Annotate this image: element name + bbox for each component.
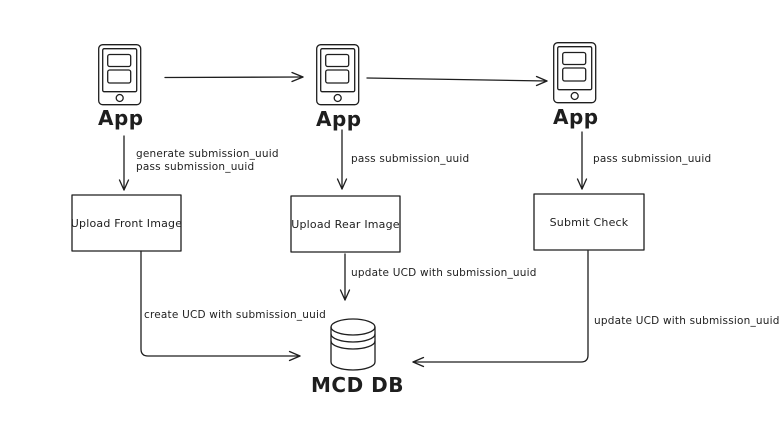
arrow-app1-to-upload-front bbox=[120, 136, 129, 190]
smartphone-icon bbox=[316, 44, 360, 106]
smartphone-icon bbox=[98, 44, 142, 106]
app-node-3 bbox=[553, 42, 597, 104]
app-node-2-label: App bbox=[316, 107, 362, 131]
submit-check-label: Submit Check bbox=[549, 215, 629, 229]
submit-check-node bbox=[534, 194, 644, 250]
upload-rear-image-node bbox=[291, 196, 400, 252]
mcd-db-label: MCD DB bbox=[311, 373, 404, 397]
edge-label-line-1: generate submission_uuid bbox=[136, 148, 279, 160]
edge-label-submit-check-db: update UCD with submission_uuid bbox=[594, 315, 780, 327]
arrow-upload-rear-to-db bbox=[341, 254, 350, 300]
arrow-upload-front-to-db bbox=[141, 251, 300, 361]
upload-front-image-label: Upload Front Image bbox=[70, 216, 183, 230]
arrow-app2-to-app3 bbox=[367, 77, 547, 86]
edge-label-app2-upload-rear: pass submission_uuid bbox=[351, 153, 470, 165]
edge-label-upload-rear-db: update UCD with submission_uuid bbox=[351, 267, 537, 279]
arrow-submit-check-to-db bbox=[413, 251, 588, 367]
edge-label-upload-front-db: create UCD with submission_uuid bbox=[144, 309, 326, 321]
edge-label-line-2: pass submission_uuid bbox=[136, 161, 255, 173]
smartphone-icon bbox=[553, 42, 597, 104]
arrow-app3-to-submit-check bbox=[578, 132, 587, 189]
upload-front-image-node bbox=[72, 195, 181, 251]
upload-rear-image-label: Upload Rear Image bbox=[291, 217, 400, 231]
app-node-2 bbox=[316, 44, 360, 106]
arrow-app1-to-app2 bbox=[165, 73, 303, 82]
edge-label-app3-submit-check: pass submission_uuid bbox=[593, 153, 712, 165]
app-node-1 bbox=[98, 44, 142, 106]
arrow-app2-to-upload-rear bbox=[338, 130, 347, 189]
database-icon bbox=[331, 319, 375, 370]
app-node-3-label: App bbox=[553, 105, 599, 129]
app-node-1-label: App bbox=[98, 106, 144, 130]
edge-label-app1-upload-front: generate submission_uuid pass submission… bbox=[136, 148, 279, 174]
